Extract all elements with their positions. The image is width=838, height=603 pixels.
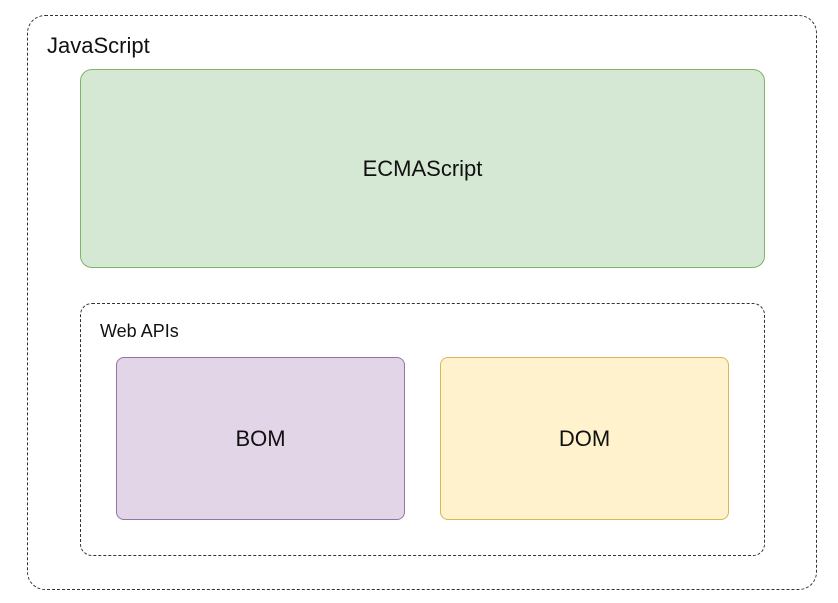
javascript-container [27,15,817,590]
web-apis-label: Web APIs [100,321,179,341]
dom-box: DOM [440,357,729,520]
ecmascript-box: ECMAScript [80,69,765,268]
bom-box: BOM [116,357,405,520]
javascript-label: JavaScript [47,33,150,58]
dom-label: DOM [558,425,611,451]
bom-label: BOM [235,425,286,451]
web-apis-container [80,303,765,556]
ecmascript-label: ECMAScript [362,155,483,181]
